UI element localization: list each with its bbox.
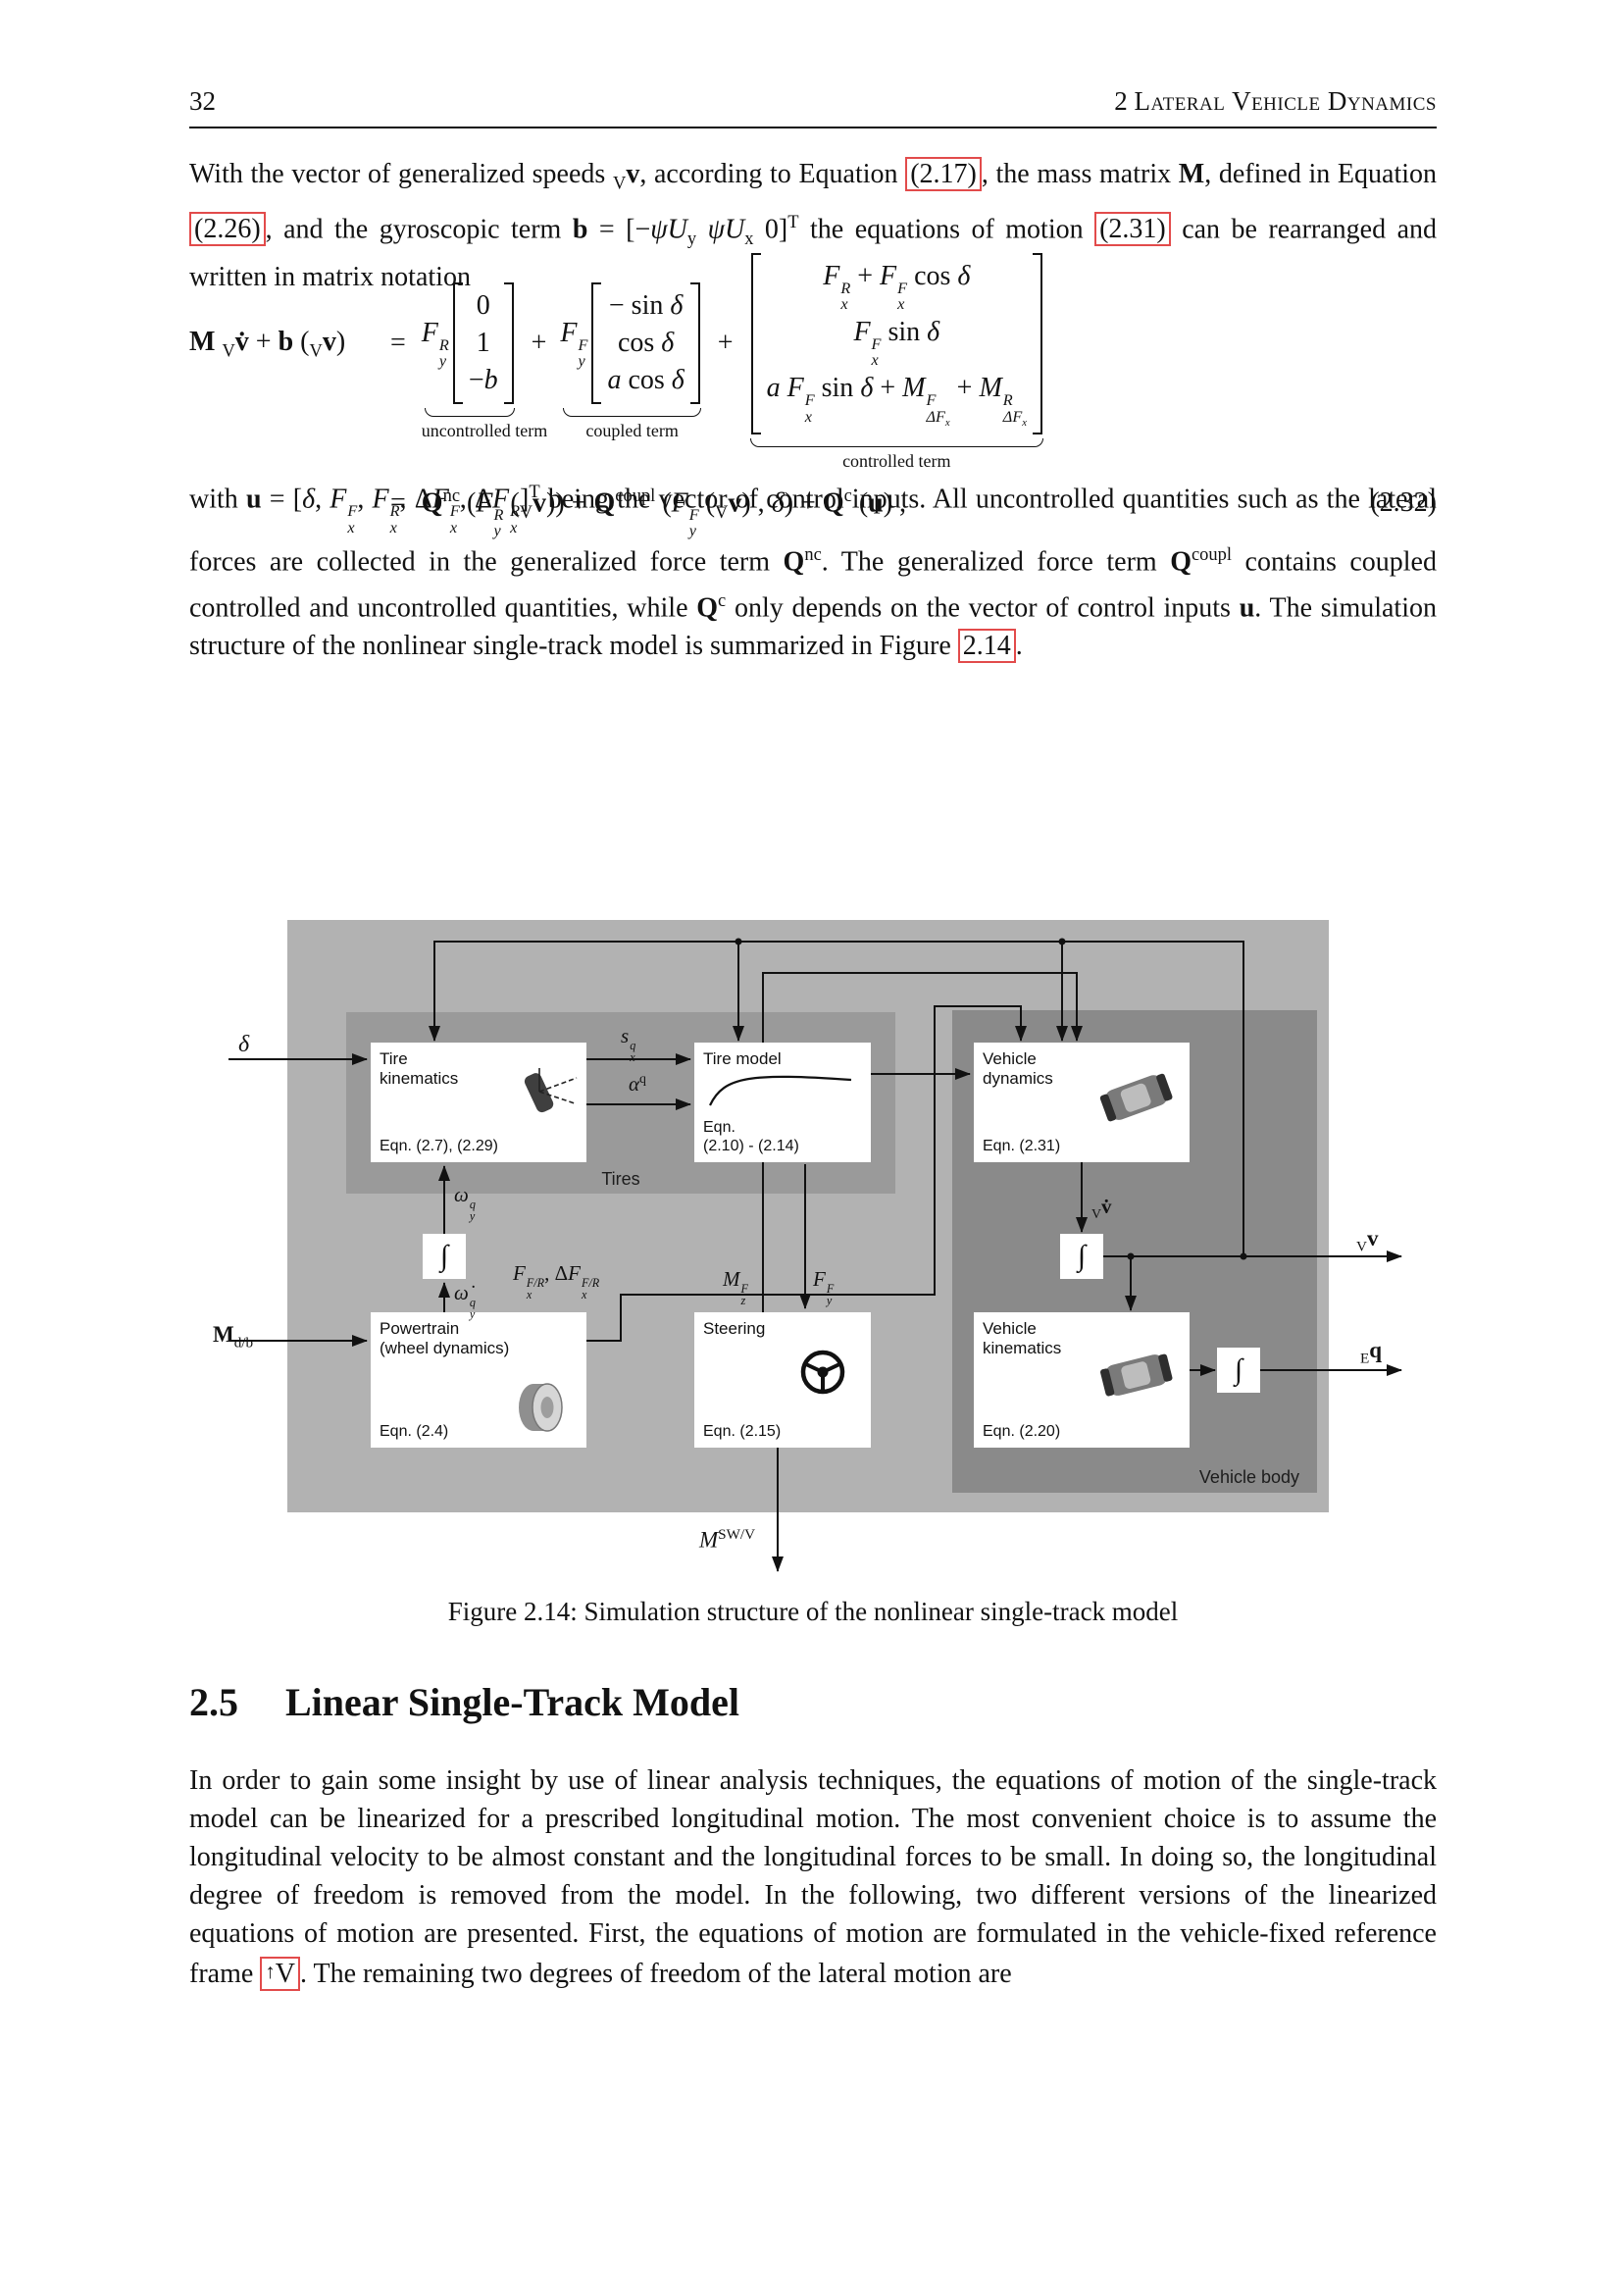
section-title: Linear Single-Track Model (285, 1680, 739, 1724)
link-eq-2-17[interactable]: (2.17) (905, 157, 982, 191)
wheel-icon (519, 1383, 563, 1432)
paragraph-intro: With the vector of generalized speeds Vv… (189, 157, 1438, 292)
matrix-uncontrolled: 0 1 −b (452, 282, 514, 405)
link-frame-v[interactable]: ↑V (260, 1956, 301, 1991)
plus-sign: + (717, 328, 734, 359)
tire-sketch-icon (524, 1068, 578, 1113)
integrator-vehicle-dynamics: ∫ (1060, 1234, 1103, 1279)
chapter-header: 2 Lateral Vehicle Dynamics (1114, 86, 1437, 116)
underbrace-label: controlled term (842, 450, 951, 471)
vehicle-body-region-label: Vehicle body (1198, 1467, 1299, 1487)
tires-region-label: Tires (601, 1169, 640, 1189)
signal-q-out: Eq (1360, 1338, 1383, 1367)
underbrace-label: uncontrolled term (421, 421, 548, 441)
running-header: 32 2 Lateral Vehicle Dynamics (189, 86, 1437, 128)
equation-number: (2.32) (1370, 486, 1437, 518)
diagram-arrows (228, 938, 1402, 1572)
car-icon (1099, 1073, 1173, 1122)
signal-v-dot: Vv̇ (1091, 1195, 1112, 1222)
equation-lhs: M Vv̇ + b (Vv) (189, 326, 346, 361)
underbrace-label: coupled term (585, 421, 679, 441)
tire-curve-icon (709, 1075, 852, 1106)
signal-msw: MSW/V (699, 1526, 756, 1553)
equals-sign: = (390, 328, 406, 359)
signal-delta: δ (238, 1032, 250, 1057)
page-number: 32 (189, 86, 216, 116)
figure-caption: Figure 2.14: Simulation structure of the… (447, 1597, 1179, 1626)
figure-2-14: Tires Vehicle body (189, 912, 1435, 1584)
section-number: 2.5 (189, 1680, 238, 1724)
block-tire-model: Tire model Eqn.(2.10) - (2.14) (694, 1043, 871, 1162)
signal-alpha: αq (629, 1071, 646, 1096)
steering-wheel-icon (800, 1350, 845, 1395)
integrator-wheel-speed: ∫ (423, 1234, 466, 1279)
paragraph-linear-model: In order to gain some insight by use of … (189, 1765, 1437, 1991)
section-heading: 2.5 Linear Single-Track Model (189, 1679, 1437, 1725)
underbrace (749, 437, 1044, 447)
block-steering: Steering Eqn. (2.15) (694, 1312, 871, 1448)
equals-sign: = (390, 486, 406, 518)
plus-sign: + (531, 328, 547, 359)
link-fig-2-14[interactable]: 2.14 (957, 629, 1016, 663)
link-eq-2-31[interactable]: (2.31) (1094, 211, 1171, 246)
signal-v-out: Vv (1356, 1226, 1379, 1255)
underbrace (563, 408, 701, 418)
car-icon (1100, 1353, 1173, 1397)
underbrace (424, 408, 515, 418)
matrix-coupled: − sin δ cos δ a cos δ (591, 282, 701, 405)
integrator-vehicle-kinematics: ∫ (1217, 1348, 1260, 1393)
signal-mdb: Md/b (213, 1322, 254, 1352)
block-powertrain: Powertrain(wheel dynamics) Eqn. (2.4) (371, 1312, 586, 1448)
link-eq-2-26[interactable]: (2.26) (189, 211, 266, 246)
